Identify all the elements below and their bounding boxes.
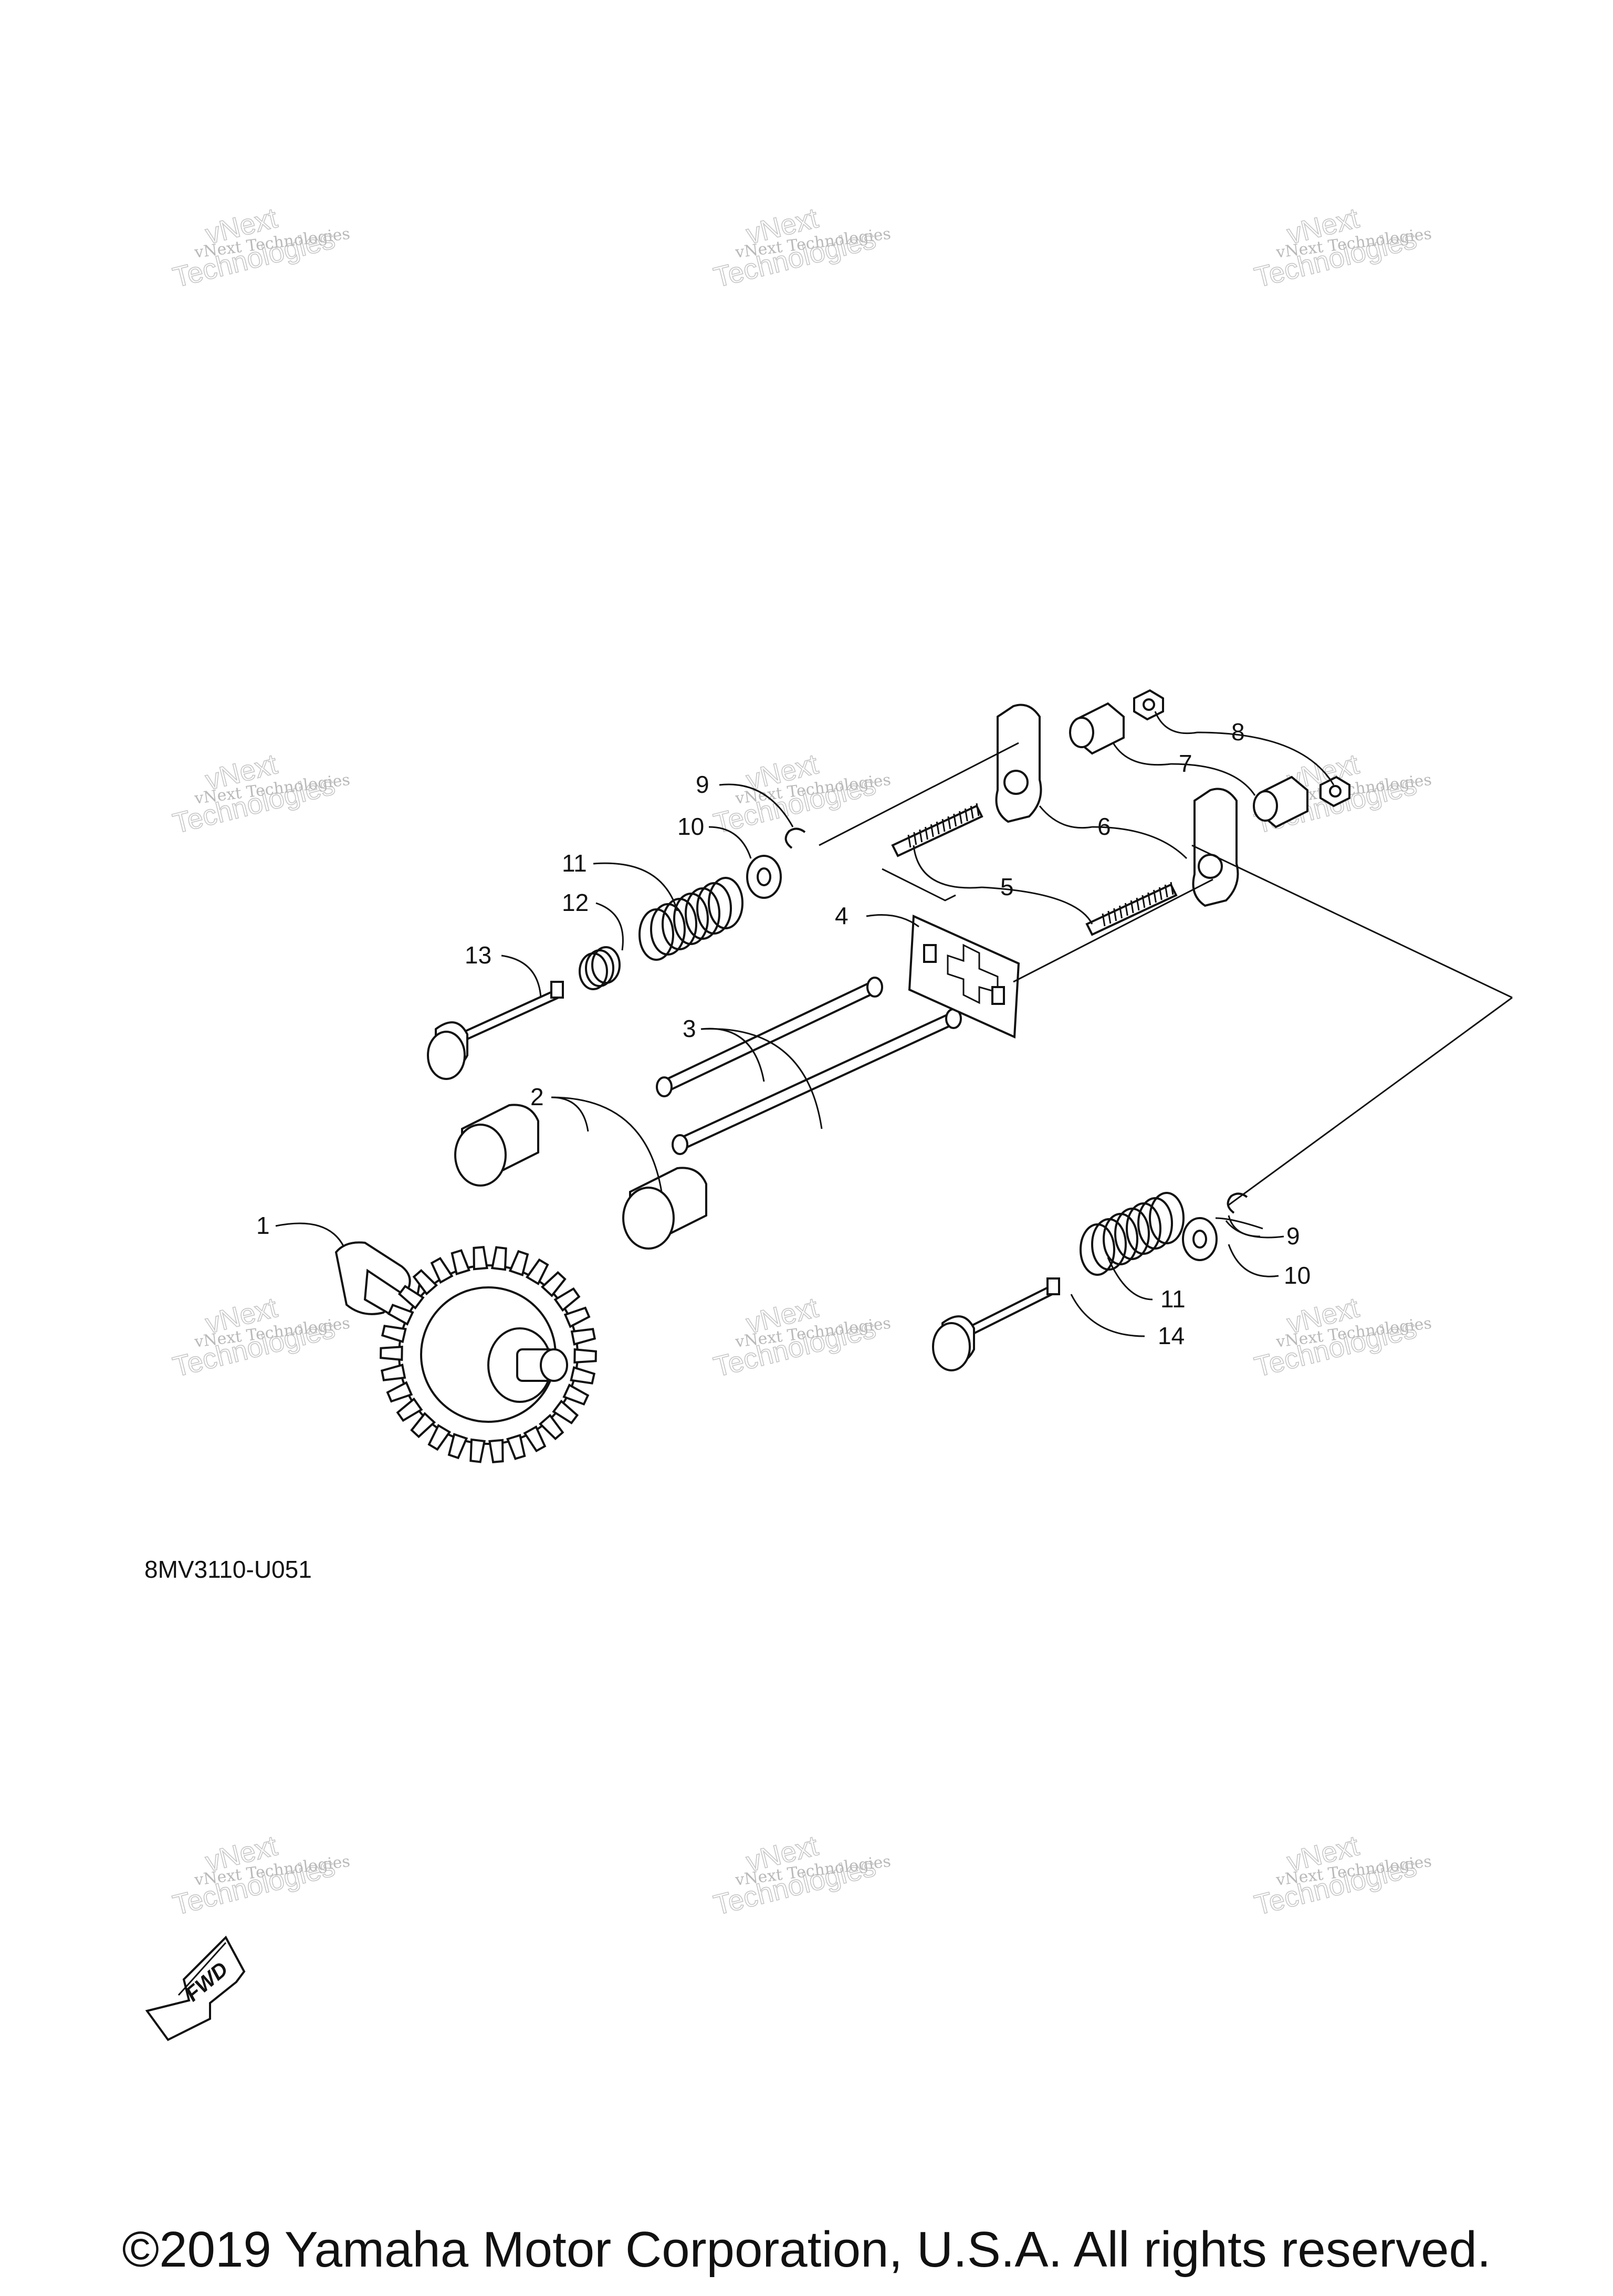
gear-tooth [410, 1412, 436, 1439]
gear-tooth [427, 1424, 452, 1451]
reference-code: 8MV3110-U051 [144, 1556, 312, 1583]
gear-tooth [570, 1328, 596, 1346]
copyright-notice: ©2019 Yamaha Motor Corporation, U.S.A. A… [122, 2221, 1491, 2278]
gear-tooth [396, 1397, 423, 1422]
callouts: 1 2 3 4 5 6 7 8 9 10 11 12 13 14 9 10 11 [256, 718, 1311, 1349]
callout-4: 4 [835, 902, 849, 929]
spring-coil [685, 887, 720, 940]
gear-tooth [397, 1285, 425, 1310]
gear-tooth [430, 1256, 454, 1284]
gear-tooth [447, 1433, 468, 1460]
callout-11b: 11 [1160, 1285, 1186, 1313]
gear-tooth [380, 1364, 406, 1381]
gear-tooth [525, 1258, 549, 1285]
camshaft-gear [334, 1241, 597, 1463]
gear-tooth [570, 1366, 596, 1385]
spring-coil [708, 877, 743, 929]
gear-tooth [523, 1425, 547, 1453]
spring-coil [673, 893, 709, 945]
push-rod [656, 977, 962, 1155]
gear-tooth [553, 1287, 581, 1312]
gear-tooth [573, 1348, 597, 1364]
fwd-arrow-icon: FWD [145, 1935, 246, 2041]
callout-1: 1 [256, 1212, 270, 1239]
spring-coil [1080, 1223, 1115, 1276]
leader-lines [275, 711, 1513, 1337]
spring-coil [1137, 1197, 1173, 1250]
gear-tooth [563, 1306, 591, 1328]
spring-coil [1103, 1213, 1138, 1265]
spring-coil [662, 898, 697, 950]
spring-coil [1114, 1208, 1150, 1260]
callout-5: 5 [1000, 873, 1014, 900]
callout-3: 3 [683, 1015, 696, 1042]
gear-tooth [508, 1250, 529, 1276]
gear-tooth [469, 1438, 486, 1463]
callout-2: 2 [530, 1083, 544, 1110]
spring-coil [650, 903, 686, 956]
gear-tooth [490, 1246, 507, 1271]
rocker-plate [908, 914, 1020, 1039]
gear-tooth [380, 1346, 403, 1361]
spring-coil [638, 908, 674, 961]
spring-coil [1149, 1192, 1185, 1244]
callout-9b: 9 [1286, 1222, 1300, 1250]
spring-coil [591, 946, 621, 984]
gear-tooth [386, 1381, 413, 1403]
gear-tooth [387, 1304, 414, 1326]
parts: 1 2 3 4 5 6 7 8 9 10 11 12 13 14 9 10 11… [145, 689, 1513, 2041]
gear-tooth [381, 1325, 407, 1343]
callout-13: 13 [465, 941, 491, 969]
callout-14: 14 [1158, 1322, 1185, 1349]
callout-8: 8 [1231, 718, 1245, 746]
intake-valve-assembly [427, 827, 806, 1080]
gear-tooth [451, 1249, 470, 1275]
exhaust-valve-assembly [932, 1192, 1248, 1371]
callout-6: 6 [1097, 813, 1111, 840]
gear-tooth [506, 1434, 526, 1460]
spring-coil [1126, 1202, 1161, 1255]
rocker-arm [995, 704, 1239, 907]
stud-bolt [891, 803, 1178, 936]
callout-12: 12 [562, 889, 589, 916]
gear-tooth [552, 1399, 579, 1424]
callout-9: 9 [696, 771, 709, 798]
callout-11: 11 [562, 850, 587, 877]
callout-7: 7 [1179, 750, 1192, 777]
rocker-pivot [1069, 702, 1308, 829]
gear-tooth [488, 1439, 504, 1463]
gear-tooth [562, 1383, 590, 1406]
spring-coil [1091, 1218, 1127, 1271]
callout-10: 10 [677, 813, 704, 840]
gear-tooth [538, 1413, 564, 1441]
spring-coil [696, 882, 732, 935]
tappet [454, 1104, 707, 1250]
callout-10b: 10 [1284, 1262, 1311, 1289]
gear-tooth [540, 1271, 567, 1297]
gear-tooth [412, 1268, 438, 1296]
gear-tooth [473, 1246, 488, 1271]
